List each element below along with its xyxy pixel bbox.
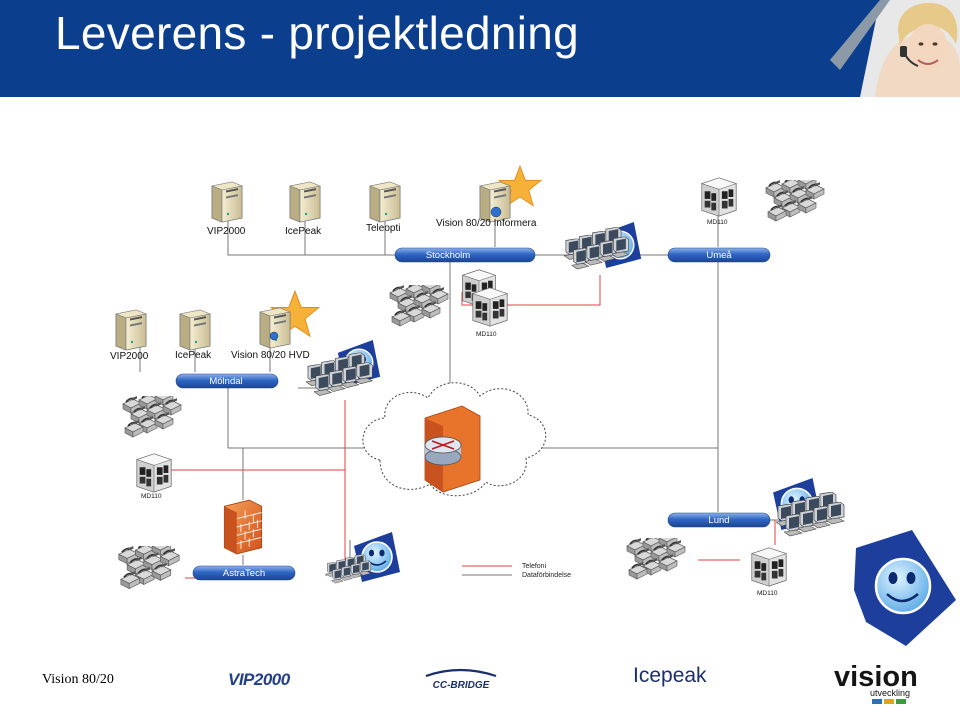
legend: Telefoni Dataförbindelse (462, 563, 571, 579)
network-diagram: VIP2000 IcePeak Teleopti Vision 80/20 In… (110, 165, 956, 646)
cc-bridge-logo-text: CC-BRIDGE (433, 680, 490, 691)
stockholm-md110-label: MD110 (476, 331, 497, 338)
stockholm-teleopti-server: Teleopti (366, 181, 401, 234)
molndal-agents (306, 340, 381, 396)
vision-utveckling-logo: vision utveckling (834, 661, 918, 704)
stockholm-icepeak-label: IcePeak (285, 226, 322, 237)
molndal-phones (123, 388, 181, 437)
stockholm-vip2000-server: VIP2000 (207, 181, 246, 237)
vision-logo-subtext: utveckling (870, 688, 910, 698)
slide-header: Leverens - projektledning (0, 0, 960, 97)
molndal-vip2000-server: VIP2000 (110, 309, 149, 362)
vip2000-logo: VIP2000 (228, 670, 290, 690)
vision-logo-text: vision (834, 661, 918, 693)
molndal-icepeak-server: IcePeak (175, 309, 212, 361)
stockholm-phones (390, 277, 448, 326)
stockholm-agents (564, 222, 642, 269)
lund-md110-label: MD110 (757, 590, 778, 597)
vision-mascot-face (854, 530, 956, 646)
astratech-agents (326, 532, 401, 583)
molndal-bus: Mölndal (175, 373, 279, 389)
astratech-phones (119, 538, 179, 589)
astratech-firewall (223, 499, 263, 555)
slide-title: Leverens - projektledning (55, 7, 580, 59)
umea-phones (766, 172, 824, 221)
stockholm-icepeak-server: IcePeak (285, 181, 322, 237)
icepeak-logo: Icepeak (633, 664, 707, 688)
astratech-bus: AstraTech (192, 565, 296, 581)
icepeak-logo-text: Icepeak (633, 664, 707, 687)
lund-phones (627, 530, 685, 579)
lund-bus-label: Lund (708, 515, 729, 526)
lund-bus: Lund (667, 512, 771, 528)
umea-md110: MD110 (701, 177, 737, 226)
lund-agents (772, 478, 844, 536)
molndal-icepeak-label: IcePeak (175, 350, 212, 361)
molndal-hvd-label: Vision 80/20 HVD (231, 350, 310, 361)
umea-bus-label: Umeå (706, 250, 732, 261)
telefoni-links (140, 275, 776, 579)
stockholm-bus: Stockholm (394, 247, 536, 263)
umea-bus: Umeå (667, 247, 771, 263)
molndal-hvd-server: Vision 80/20 HVD (231, 290, 320, 361)
molndal-md110-label: MD110 (141, 493, 162, 500)
molndal-md110: MD110 (136, 453, 172, 500)
stockholm-md110: MD110 (462, 269, 508, 338)
umea-md110-label: MD110 (707, 219, 728, 226)
cc-bridge-logo: CC-BRIDGE (425, 668, 497, 691)
astratech-bus-label: AstraTech (223, 568, 265, 579)
stockholm-bus-label: Stockholm (426, 250, 470, 261)
stockholm-vip2000-label: VIP2000 (207, 226, 246, 237)
vip2000-logo-text: VIP2000 (228, 670, 290, 689)
stockholm-teleopti-label: Teleopti (366, 223, 400, 234)
router-firewall-icon (424, 405, 481, 493)
stockholm-informera-label: Vision 80/20 Informera (436, 218, 537, 229)
lund-md110: MD110 (751, 547, 787, 597)
legend-telefoni-label: Telefoni (522, 563, 547, 570)
footer-text: Vision 80/20 (42, 672, 114, 687)
molndal-bus-label: Mölndal (209, 376, 242, 387)
legend-data-label: Dataförbindelse (522, 572, 571, 579)
molndal-vip2000-label: VIP2000 (110, 351, 149, 362)
headset-operator-photo (830, 0, 960, 97)
stockholm-informera-server: Vision 80/20 Informera (436, 165, 542, 229)
